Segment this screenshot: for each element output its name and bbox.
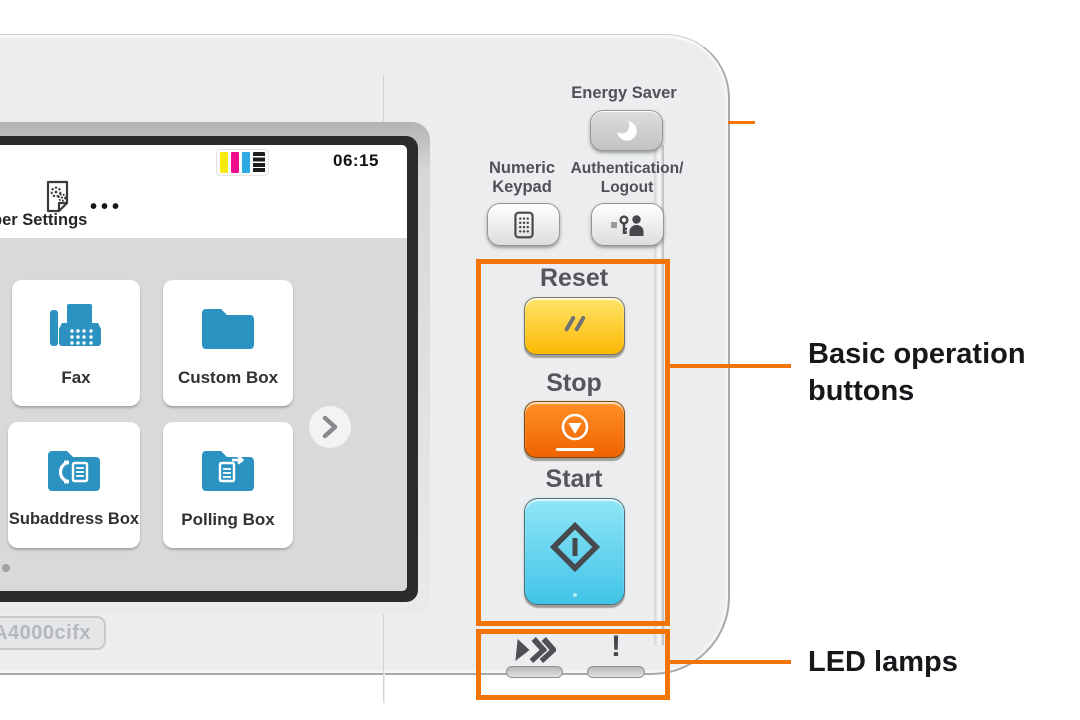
start-dot bbox=[572, 593, 577, 597]
fax-icon bbox=[47, 298, 105, 356]
led-lamps-callout-line bbox=[669, 660, 791, 664]
panel-edge-groove bbox=[654, 145, 664, 645]
tile-label: Polling Box bbox=[181, 510, 275, 529]
stop-icon bbox=[561, 413, 588, 440]
top-callout-line bbox=[728, 121, 755, 124]
paper-settings-icon[interactable] bbox=[43, 180, 73, 219]
toner-black-bar bbox=[253, 152, 265, 173]
tile-label: Fax bbox=[61, 368, 91, 387]
folder-doc-arrow-icon bbox=[199, 440, 257, 498]
model-name-plate: A4000cifx bbox=[0, 616, 106, 650]
reset-label: Reset bbox=[539, 264, 609, 292]
tile-subaddress-box[interactable]: Subaddress Box bbox=[8, 422, 140, 548]
led-lamps-annotation: LED lamps bbox=[808, 646, 958, 678]
tile-label: Subaddress Box bbox=[8, 510, 140, 528]
keypad-icon bbox=[513, 211, 534, 238]
toner-magenta-bar bbox=[231, 152, 239, 173]
stop-underline bbox=[555, 448, 594, 451]
tile-custom-box[interactable]: Custom Box bbox=[163, 280, 293, 406]
paper-settings-label[interactable]: per Settings bbox=[0, 211, 88, 229]
toner-level-indicator bbox=[216, 149, 269, 176]
numeric-keypad-button[interactable] bbox=[487, 203, 560, 246]
authentication-logout-button[interactable] bbox=[591, 203, 664, 246]
led-lamps-callout-box bbox=[476, 629, 670, 700]
tile-label: Custom Box bbox=[177, 368, 279, 387]
start-icon bbox=[549, 521, 600, 572]
clock: 06:15 bbox=[333, 151, 379, 170]
numeric-keypad-label: Numeric Keypad bbox=[488, 159, 556, 196]
processing-led-icon bbox=[514, 636, 558, 669]
energy-saver-button[interactable] bbox=[590, 110, 663, 151]
energy-saver-label: Energy Saver bbox=[571, 84, 677, 102]
next-page-button[interactable] bbox=[309, 406, 351, 448]
authentication-logout-label: Authentication/ Logout bbox=[570, 160, 684, 196]
basic-operation-annotation: Basic operation buttons bbox=[808, 338, 1026, 407]
moon-icon bbox=[616, 120, 637, 141]
basic-operation-callout-line bbox=[669, 364, 791, 368]
processing-led-lamp bbox=[506, 666, 563, 678]
reset-button[interactable] bbox=[524, 297, 625, 355]
start-label: Start bbox=[545, 465, 603, 493]
stop-button[interactable] bbox=[524, 401, 625, 458]
attention-led-icon: ! bbox=[611, 630, 621, 663]
touchscreen: 06:15 per Settings ••• bbox=[0, 145, 407, 591]
start-button[interactable] bbox=[524, 498, 625, 605]
tile-polling-box[interactable]: Polling Box bbox=[163, 422, 293, 548]
folder-icon bbox=[199, 298, 257, 356]
chevron-right-icon bbox=[322, 415, 338, 439]
basic-operation-callout-box bbox=[476, 259, 670, 626]
toner-yellow-bar bbox=[220, 152, 228, 173]
toner-cyan-bar bbox=[242, 152, 250, 173]
tile-fax[interactable]: Fax bbox=[12, 280, 140, 406]
attention-led-lamp bbox=[587, 666, 645, 678]
pagination-dot bbox=[2, 564, 10, 572]
key-person-icon bbox=[610, 214, 643, 236]
stop-label: Stop bbox=[546, 369, 602, 397]
more-options-dots[interactable]: ••• bbox=[90, 196, 124, 218]
folder-phone-doc-icon bbox=[45, 440, 103, 498]
